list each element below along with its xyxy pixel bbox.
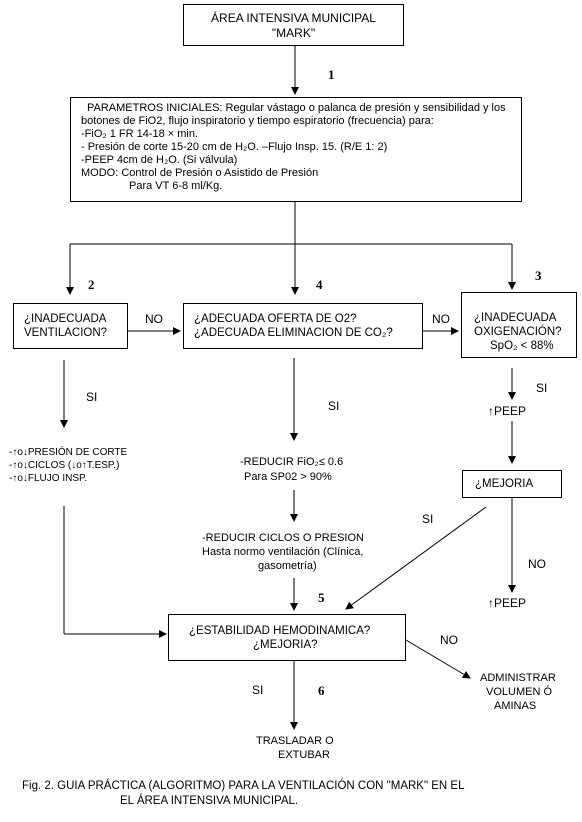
administer-line3: AMINAS: [494, 700, 537, 712]
adjust-pressure-line3: -↑o↓FLUJO INSP.: [9, 473, 88, 484]
params-line5: -PEEP 4cm de H₂O. (Si válvula): [81, 154, 238, 166]
initial-parameters-box: PARAMETROS INICIALES: Regular vástago o …: [70, 97, 522, 202]
start-box-line2: "MARK": [271, 26, 316, 40]
step-number-3: 3: [535, 268, 542, 283]
transfer-line2: EXTUBAR: [278, 749, 330, 761]
inadequate-oxygenation-box: ¿INADECUADA OXIGENACIÓN? SpO₂ < 88%: [461, 292, 577, 358]
oxygen-supply-line1: ¿ADECUADA OFERTA DE O2?: [194, 313, 357, 325]
transfer-line1: TRASLADAR O: [256, 735, 334, 747]
label-si-ventilation: SI: [86, 390, 98, 404]
reduce-fio2-line2: Para SP02 > 90%: [244, 471, 332, 483]
label-no-improvement: NO: [528, 557, 546, 571]
params-line6: MODO: Control de Presión o Asistido de P…: [81, 167, 319, 179]
step-number-2: 2: [88, 277, 95, 292]
params-line7: Para VT 6-8 ml/Kg.: [129, 180, 223, 192]
label-no-ventilation: NO: [145, 312, 163, 326]
step-number-5: 5: [318, 590, 325, 605]
start-box: ÁREA INTENSIVA MUNICIPAL "MARK": [183, 4, 404, 46]
label-si-stability: SI: [252, 683, 264, 697]
reduce-cycles-line3: gasometría): [258, 560, 317, 572]
figure-caption-line2: EL ÁREA INTENSIVA MUNICIPAL.: [120, 795, 299, 807]
oxygen-supply-box: ¿ADECUADA OFERTA DE O2? ¿ADECUADA ELIMIN…: [183, 303, 423, 349]
reduce-cycles-line1: -REDUCIR CICLOS O PRESION: [202, 532, 364, 544]
start-box-line1: ÁREA INTENSIVA MUNICIPAL: [211, 11, 376, 25]
oxygenation-line1: ¿INADECUADA: [474, 312, 557, 324]
administer-line1: ADMINISTRAR: [480, 672, 556, 684]
params-line3: -FiO₂ 1 FR 14-18 × min.: [81, 128, 199, 140]
adjust-pressure-line2: -↑o↓CICLOS (↓o↑T.ESP.): [9, 460, 120, 471]
adjust-pressure-line1: -↑o↓PRESIÓN DE CORTE: [9, 447, 128, 458]
step-number-6: 6: [318, 683, 325, 698]
params-line2: botones de FiO2, flujo inspiratorio y ti…: [81, 115, 434, 127]
reduce-cycles-line2: Hasta normo ventilación (Clínica,: [202, 546, 364, 558]
label-si-improvement: SI: [422, 512, 434, 526]
label-no-stability: NO: [440, 633, 458, 647]
hemodynamic-stability-box: ¿ESTABILIDAD HEMODINAMICA? ¿MEJORIA?: [168, 614, 406, 661]
params-line1: PARAMETROS INICIALES: Regular vástago o …: [87, 102, 506, 114]
step-number-4: 4: [316, 277, 323, 292]
improvement-box: ¿MEJORIA: [462, 470, 562, 498]
arrow-si-mejoria-to-estabilidad: [345, 506, 487, 610]
label-no-supply: NO: [432, 312, 450, 326]
increase-peep-1: ↑PEEP: [488, 404, 527, 418]
oxygenation-line2: OXIGENACIÓN?: [474, 326, 562, 338]
step-number-1: 1: [328, 67, 335, 82]
stability-line2: ¿MEJORIA?: [253, 639, 318, 651]
inadequate-ventilation-box: ¿INADECUADA VENTILACION?: [13, 303, 128, 349]
stability-line1: ¿ESTABILIDAD HEMODINAMICA?: [189, 625, 371, 637]
oxygen-supply-line2: ¿ADECUADA ELIMINACION DE CO₂?: [194, 327, 393, 339]
improvement-text: ¿MEJORIA: [475, 478, 534, 490]
figure-caption-line1: Fig. 2. GUIA PRÁCTICA (ALGORITMO) PARA L…: [22, 780, 465, 792]
arrow-no-estabilidad-to-administrar: [405, 639, 471, 679]
increase-peep-2: ↑PEEP: [488, 596, 527, 610]
params-line4: - Presión de corte 15-20 cm de H₂O. –Flu…: [81, 141, 388, 153]
oxygenation-line3: SpO₂ < 88%: [490, 340, 554, 352]
ventilation-line2: VENTILACION?: [24, 327, 108, 339]
administer-line2: VOLUMEN Ó: [486, 686, 553, 698]
reduce-fio2-line1: -REDUCIR FiO₂≤ 0.6: [240, 456, 344, 468]
ventilation-line1: ¿INADECUADA: [24, 313, 107, 325]
label-si-supply: SI: [328, 399, 340, 413]
label-si-oxygenation: SI: [536, 381, 548, 395]
